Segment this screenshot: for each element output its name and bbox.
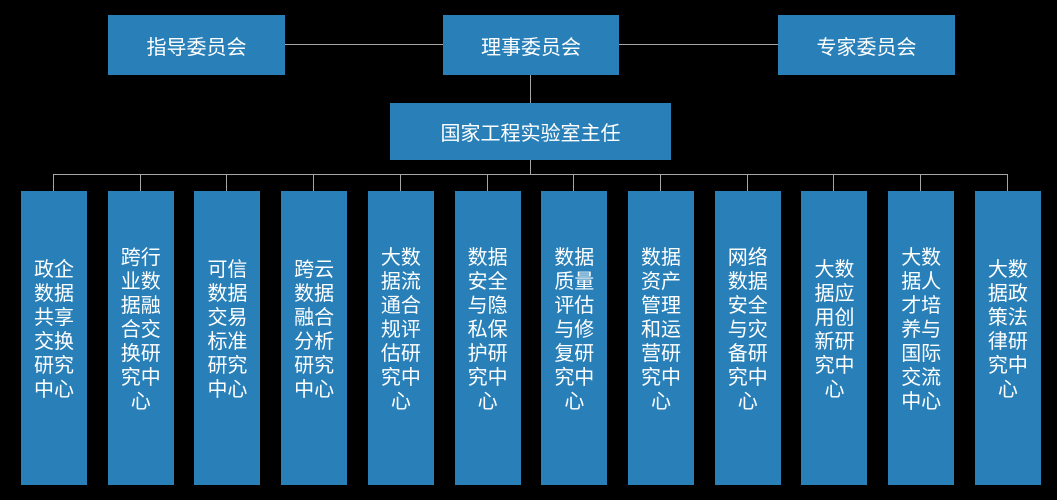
center-box-data-security-privacy: 数据 安全 与隐 私保 护研 究中 心	[454, 174, 521, 485]
center-label: 大数 据人 才培 养与 国际 交流 中心	[901, 247, 942, 413]
center-label: 网络 数据 安全 与灾 备研 究中 心	[727, 247, 768, 413]
connector-council-director	[530, 75, 531, 103]
center-label: 大数 据政 策法 律研 究中 心	[987, 259, 1028, 401]
center-label: 可信 数据 交易 标准 研究 中心	[207, 259, 248, 401]
center-box-bigdata-circulation-compliance: 大数 据流 通合 规评 估研 究中 心	[367, 174, 434, 485]
center-label: 数据 安全 与隐 私保 护研 究中 心	[467, 247, 508, 413]
centers-row: 政企 数据 共享 交换 研究 中心 跨行 业数 据融 合交 换研 究中 心 可信…	[21, 174, 1041, 485]
committee-label-guidance: 指导委员会	[146, 36, 247, 59]
center-box-bigdata-application-innovation: 大数 据应 用创 新研 究中 心	[801, 174, 868, 485]
center-label: 跨行 业数 据融 合交 换研 究中 心	[120, 247, 161, 413]
center-label: 数据 资产 管理 和运 营研 究中 心	[641, 247, 682, 413]
center-label: 大数 据流 通合 规评 估研 究中 心	[380, 247, 421, 413]
connector-director-centers	[530, 160, 531, 174]
connector-council-expert	[619, 44, 778, 45]
center-label: 大数 据应 用创 新研 究中 心	[814, 259, 855, 401]
center-label: 数据 质量 评估 与修 复研 究中 心	[554, 247, 595, 413]
center-box-bigdata-talent-international-exchange: 大数 据人 才培 养与 国际 交流 中心	[888, 174, 955, 485]
center-label: 跨云 数据 融合 分析 研究 中心	[294, 259, 335, 401]
center-box-data-quality-repair: 数据 质量 评估 与修 复研 究中 心	[541, 174, 608, 485]
center-box-cross-industry-data-fusion: 跨行 业数 据融 合交 换研 究中 心	[107, 174, 174, 485]
center-box-data-asset-management: 数据 资产 管理 和运 营研 究中 心	[628, 174, 695, 485]
center-box-trusted-data-trading-standards: 可信 数据 交易 标准 研究 中心	[194, 174, 261, 485]
center-box-bigdata-policy-law: 大数 据政 策法 律研 究中 心	[974, 174, 1041, 485]
center-box-network-data-security-disaster-recovery: 网络 数据 安全 与灾 备研 究中 心	[714, 174, 781, 485]
director-box: 国家工程实验室主任	[390, 103, 671, 160]
committee-box-council: 理事委员会	[443, 15, 619, 75]
committee-box-expert: 专家委员会	[778, 15, 955, 75]
center-box-cross-cloud-data-fusion-analysis: 跨云 数据 融合 分析 研究 中心	[281, 174, 348, 485]
center-box-gov-enterprise-data-exchange: 政企 数据 共享 交换 研究 中心	[21, 174, 87, 485]
committee-label-council: 理事委员会	[481, 36, 581, 59]
committee-box-guidance: 指导委员会	[108, 15, 285, 75]
center-label: 政企 数据 共享 交换 研究 中心	[34, 259, 74, 401]
connector-centers-bus	[54, 174, 1008, 175]
committee-label-expert: 专家委员会	[816, 36, 917, 59]
connector-guidance-council	[285, 44, 443, 45]
director-label: 国家工程实验室主任	[440, 123, 621, 145]
